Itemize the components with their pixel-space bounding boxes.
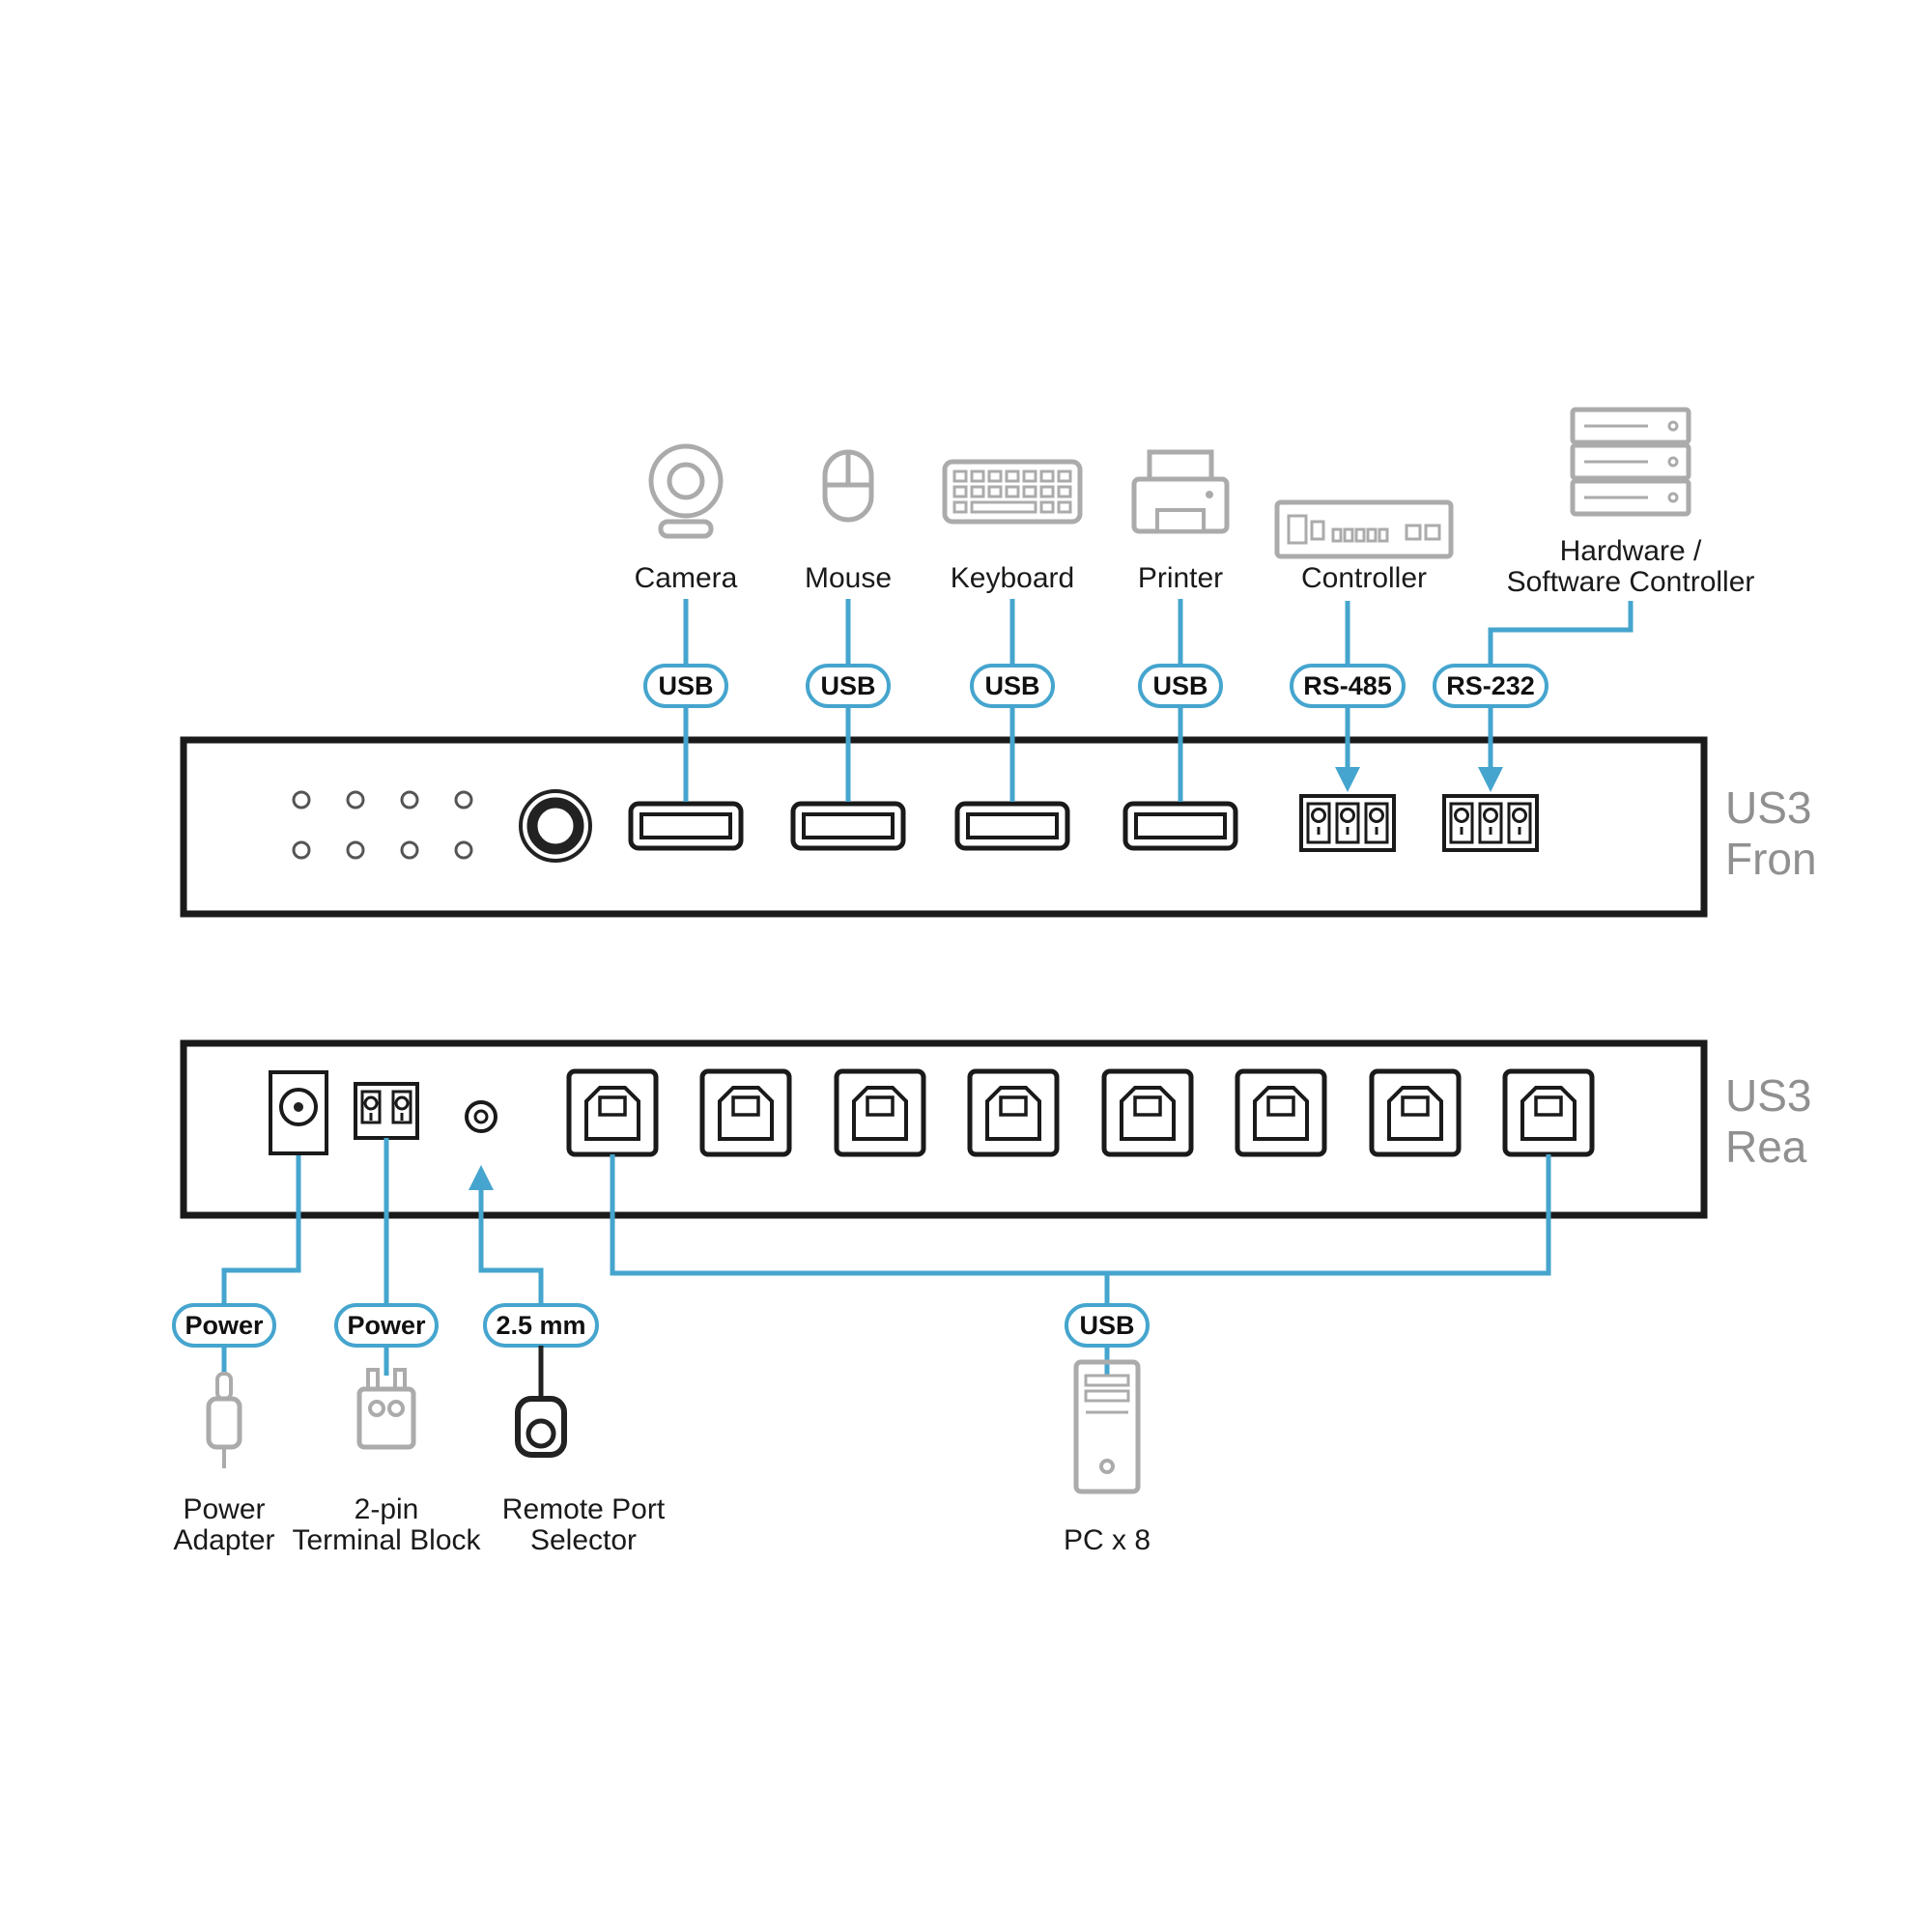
usb-pill-mouse: USB <box>806 664 891 708</box>
usb-b-port-7 <box>1369 1068 1462 1157</box>
usb-pill-camera-label: USB <box>658 671 713 700</box>
server-stack-icon <box>1570 407 1691 517</box>
usb-b-port-1 <box>566 1068 659 1157</box>
connection-lines <box>221 599 1634 1376</box>
jack-pill: 2.5 mm <box>483 1303 599 1348</box>
usb-b-ports <box>566 1068 1595 1157</box>
usb-pill-pc-label: USB <box>1079 1311 1134 1340</box>
led-indicators <box>292 790 473 860</box>
rs232-pill-label: RS-232 <box>1446 671 1535 700</box>
controller-label: Controller <box>1301 562 1427 594</box>
power-adapter-line <box>221 1155 301 1306</box>
printer-icon <box>1131 449 1230 534</box>
front-panel-name-line1: US3 <box>1725 782 1811 833</box>
rear-panel <box>180 1039 1708 1219</box>
remote-selector-label-line1: Remote Port <box>502 1493 666 1525</box>
usb-pill-printer-label: USB <box>1152 671 1208 700</box>
hw-sw-controller-label-line2: Software Controller <box>1507 566 1755 598</box>
peripheral-icons: Camera Mouse Keyboard Printer <box>635 407 1755 598</box>
usb-b-port-3 <box>834 1068 926 1157</box>
remote-selector-jack <box>465 1100 497 1133</box>
remote-selector-label-line2: Selector <box>530 1524 637 1556</box>
rs485-port <box>1299 794 1396 852</box>
remote-selector-icon <box>515 1346 567 1458</box>
usb-pill-pc: USB <box>1065 1303 1150 1348</box>
jack-pill-label: 2.5 mm <box>496 1311 585 1340</box>
terminal-block-icon <box>356 1368 416 1450</box>
hw-sw-controller-label-line1: Hardware / <box>1560 535 1702 567</box>
front-panel-name-line2: Fron <box>1725 834 1817 884</box>
connector-pills-bottom: Power Power 2.5 mm USB <box>172 1303 1150 1348</box>
usb-a-port-3 <box>954 801 1070 851</box>
rs485-pill: RS-485 <box>1290 664 1406 708</box>
usb-b-port-6 <box>1235 1068 1327 1157</box>
camera-label: Camera <box>635 562 738 594</box>
usb-b-port-4 <box>967 1068 1060 1157</box>
connector-pills-top: USB USB USB USB RS-485 RS-232 <box>643 664 1548 708</box>
camera-icon <box>648 443 724 539</box>
usb-a-port-1 <box>628 801 744 851</box>
usb-pill-printer: USB <box>1138 664 1223 708</box>
usb-a-port-4 <box>1122 801 1238 851</box>
power-pill-adapter: Power <box>172 1303 276 1348</box>
usb-pill-keyboard-label: USB <box>984 671 1039 700</box>
usb-b-port-5 <box>1101 1068 1194 1157</box>
port-select-button <box>519 789 592 863</box>
usb-a-port-2 <box>790 801 906 851</box>
power-adapter-label-line1: Power <box>183 1493 265 1525</box>
power-pill-terminal-label: Power <box>347 1311 426 1340</box>
jack-arrow <box>469 1165 494 1190</box>
power-pill-adapter-label: Power <box>185 1311 264 1340</box>
power-pill-terminal: Power <box>334 1303 439 1348</box>
pc-label: PC x 8 <box>1064 1524 1151 1556</box>
keyboard-icon <box>942 459 1083 525</box>
panel-side-texts: US3 Fron US3 Rea <box>1725 782 1817 1172</box>
mouse-icon <box>822 449 874 523</box>
power-adapter-icon <box>206 1372 242 1468</box>
terminal-block-label-line2: Terminal Block <box>292 1524 481 1556</box>
bottom-device-icons: Power Adapter 2-pin Terminal Block Remot… <box>173 1346 1151 1556</box>
usb-pill-keyboard: USB <box>970 664 1055 708</box>
power-adapter-label-line2: Adapter <box>173 1524 274 1556</box>
rs232-arrow <box>1478 767 1503 792</box>
controller-icon <box>1274 499 1454 559</box>
printer-label: Printer <box>1138 562 1223 594</box>
jack-line <box>478 1188 544 1306</box>
dc-power-jack <box>269 1070 328 1155</box>
rs485-pill-label: RS-485 <box>1303 671 1392 700</box>
keyboard-label: Keyboard <box>951 562 1074 594</box>
terminal-block-port <box>354 1082 419 1140</box>
usb-b-port-2 <box>699 1068 792 1157</box>
pc-icon <box>1073 1359 1141 1494</box>
rs232-pill: RS-232 <box>1433 664 1548 708</box>
usb-pill-camera: USB <box>643 664 728 708</box>
mouse-label: Mouse <box>805 562 892 594</box>
rear-panel-name-line2: Rea <box>1725 1122 1807 1172</box>
terminal-block-label-line1: 2-pin <box>355 1493 419 1525</box>
front-panel <box>180 736 1708 918</box>
rs485-arrow <box>1335 767 1360 792</box>
rear-panel-name-line1: US3 <box>1725 1070 1811 1121</box>
rs232-port <box>1442 794 1539 852</box>
usb-bus-line <box>610 1154 1551 1276</box>
usb-pill-mouse-label: USB <box>820 671 875 700</box>
usb-b-port-8 <box>1502 1068 1595 1157</box>
